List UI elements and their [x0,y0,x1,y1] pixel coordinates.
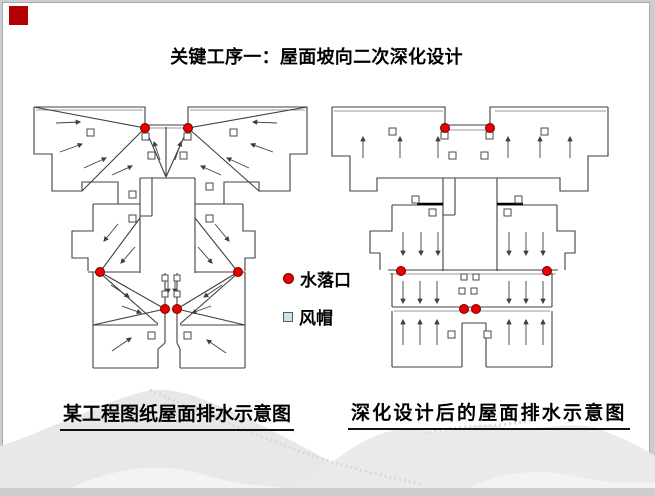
legend-label-water-outlet: 水落口 [300,271,351,290]
legend-label-wind-cap: 风帽 [299,309,333,328]
left-roof-wind-caps [86,128,238,340]
left-diagram-caption: 某工程图纸屋面排水示意图 [60,399,295,431]
legend: 水落口 风帽 [283,266,351,342]
left-roof-slope-arrows [55,119,278,354]
corner-accent-square [9,6,28,25]
right-roof-water-outlets [396,123,552,314]
right-roof-slope-arrows [360,135,573,345]
legend-item-wind-cap: 风帽 [283,304,351,329]
wind-cap-icon [283,311,293,322]
right-roof-wind-caps [388,127,549,339]
water-outlet-icon [283,273,294,284]
legend-item-water-outlet: 水落口 [283,266,351,291]
right-roof-diagram [331,106,609,368]
left-roof-water-outlets [95,123,243,314]
slide-title: 关键工序一：屋面坡向二次深化设计 [170,47,463,67]
right-diagram-caption: 深化设计后的屋面排水示意图 [348,398,630,430]
left-roof-outline [33,106,308,369]
right-roof-outline [331,106,609,368]
left-roof-diagram [33,106,308,369]
